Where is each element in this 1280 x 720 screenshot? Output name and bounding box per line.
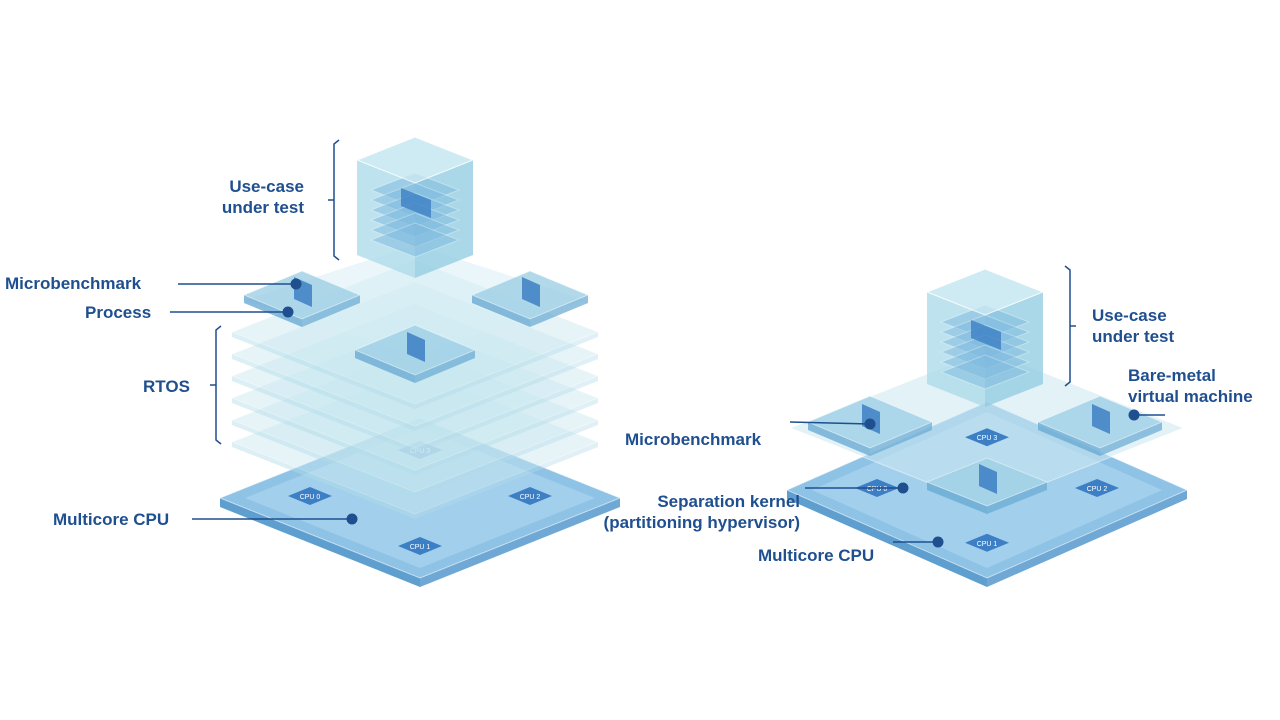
right-microbenchmark-box-side (870, 422, 932, 456)
process-plane (245, 245, 585, 355)
left-use-case-bracket (333, 139, 340, 261)
bare-metal-vm-box-side (1038, 422, 1100, 456)
left-cpu-core-1-label: CPU 1 (410, 544, 431, 551)
left-rtos-label: RTOS (143, 377, 190, 396)
rtos-layer-side (232, 442, 415, 519)
bare-metal-vm-box-bar (1092, 404, 1110, 434)
right-use-case-cube-top-face (925, 268, 1045, 316)
left-microbenchmark-box-side (244, 295, 302, 327)
hypervisor-center-box-bar (979, 464, 997, 494)
bare-metal-vm-box-side (1100, 422, 1162, 456)
rtos-layer-side (415, 332, 598, 409)
right-cpu-core-2 (1075, 479, 1119, 497)
left-cpu-core-0 (288, 487, 332, 505)
left-multicore-leader-dot (346, 513, 358, 525)
left-use-case-cube-core-block (401, 188, 431, 218)
left-cpu-core-0-label: CPU 0 (300, 494, 321, 501)
text: Use-case (229, 177, 304, 196)
left-cpu-core-2-label: CPU 2 (520, 494, 541, 501)
rtos-layer-side (232, 332, 415, 409)
left-microbenchmark-box-side (302, 295, 360, 327)
text: under test (1092, 327, 1175, 346)
rtos-layer-side (232, 354, 415, 431)
right-cpu-core-3 (965, 428, 1009, 447)
text: (partitioning hypervisor) (603, 513, 800, 532)
right-microbenchmark-label: Microbenchmark (625, 430, 762, 449)
rtos-layer-side (232, 420, 415, 497)
right-cpu-side (987, 490, 1187, 587)
right-separation-kernel-label: Separation kernel (partitioning hyperviso… (604, 491, 800, 533)
left-microbenchmark-leader-dot (290, 278, 302, 290)
left-cpu-core-2 (508, 487, 552, 505)
left-microbenchmark-label: Microbenchmark (5, 274, 142, 293)
right-use-case-label: Use-case under test (1092, 305, 1174, 347)
right-cpu-core-0-label: CPU 0 (867, 486, 888, 493)
left-process-label: Process (85, 303, 152, 322)
bare-metal-leader-dot (1128, 409, 1140, 421)
rtos-layer-side (415, 420, 598, 497)
right-use-case-cube-inner-layer (939, 354, 1031, 390)
left-microbenchmark-box-2-bar (522, 277, 540, 307)
text: Bare-metal (1128, 366, 1216, 385)
right-bare-metal-vm-label: Bare-metal virtual machine (1128, 365, 1253, 407)
right-cpu-side (787, 490, 987, 587)
rtos-layer-side (232, 376, 415, 453)
separation-kernel-leader-dot (897, 482, 909, 494)
rtos-bracket (215, 325, 222, 445)
hypervisor-center-box-side (987, 482, 1047, 514)
rtos-layer (230, 347, 600, 493)
left-cpu-core-1 (398, 537, 442, 555)
right-microbenchmark-leader-dot (864, 418, 876, 430)
left-use-case-cube-top-face (355, 136, 475, 184)
right-multicore-cpu-label: Multicore CPU (758, 546, 875, 565)
left-process-leader-dot (282, 306, 294, 318)
left-cpu-die (245, 428, 595, 568)
text: Use-case (1092, 306, 1167, 325)
rtos-center-box-side (355, 350, 415, 383)
left-use-case-cube-inner-layer (369, 222, 461, 258)
rtos-center-box-side (415, 350, 475, 383)
left-cpu-core-3 (398, 441, 442, 459)
rtos-layer (230, 325, 600, 471)
rtos-layer-side (415, 442, 598, 519)
text: under test (221, 198, 304, 217)
rtos-layer-side (415, 398, 598, 475)
right-microbenchmark-leader (789, 421, 871, 425)
right-multicore-leader-dot (932, 536, 944, 548)
rtos-layer (230, 369, 600, 515)
rtos-center-box-bar (407, 332, 425, 362)
left-cpu-side (420, 498, 620, 587)
right-cpu-core-1 (965, 533, 1009, 552)
rtos-layer-side (232, 398, 415, 475)
rtos-layer-side (415, 376, 598, 453)
right-cpu-core-1-label: CPU 1 (977, 541, 998, 548)
text: Separation kernel (657, 492, 800, 511)
left-microbenchmark-box-2-side (530, 295, 588, 327)
right-microbenchmark-box-side (808, 422, 870, 456)
right-cpu-core-2-label: CPU 2 (1087, 486, 1108, 493)
left-cpu-core-3-label: CPU 3 (410, 448, 431, 455)
right-use-case-bracket (1064, 265, 1071, 387)
left-cpu-side (220, 498, 420, 587)
hypervisor-center-box-side (927, 482, 987, 514)
left-microbenchmark-box-2-side (472, 295, 530, 327)
text: virtual machine (1128, 387, 1253, 406)
left-multicore-cpu-label: Multicore CPU (53, 510, 170, 529)
right-use-case-cube-core-block (971, 320, 1001, 350)
rtos-layer-side (415, 354, 598, 431)
right-cpu-core-3-label: CPU 3 (977, 435, 998, 442)
left-use-case-label: Use-case under test (222, 176, 304, 218)
